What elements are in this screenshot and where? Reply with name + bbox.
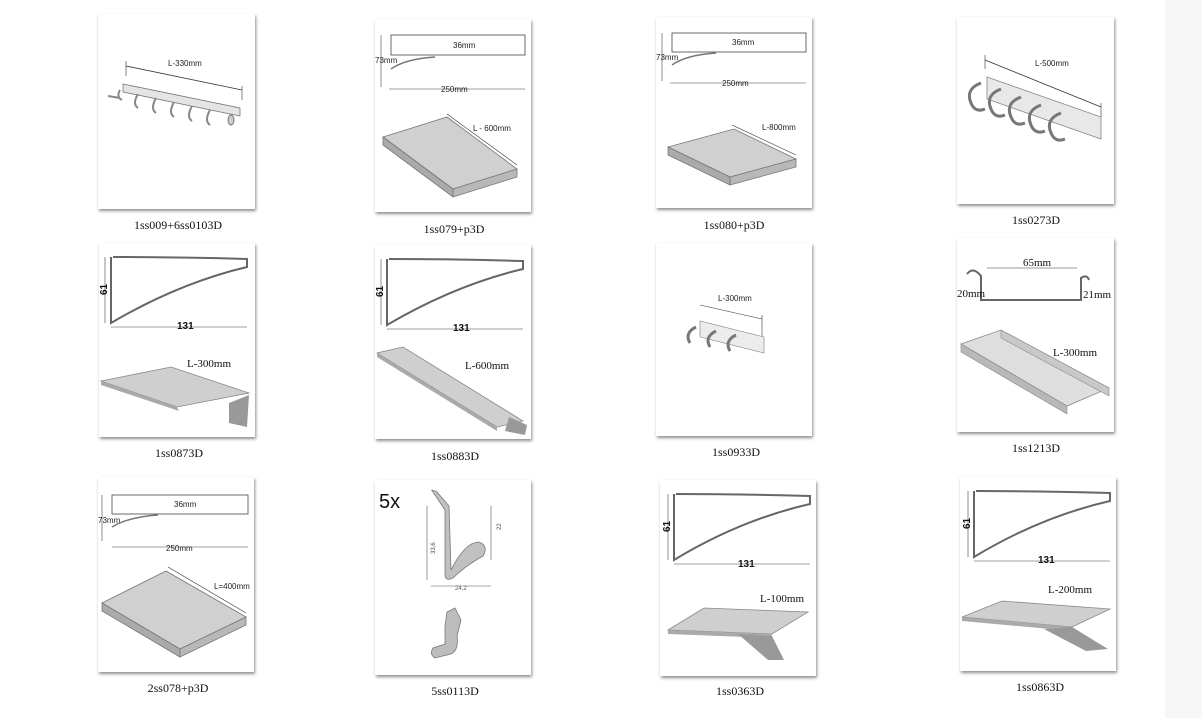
dim-height: 61 <box>962 517 973 529</box>
shelf-bracket-drawing: 36mm 73mm 250mm L=400mm <box>98 494 250 658</box>
caption-5ss0113: 5ss0113D <box>431 684 479 698</box>
dim-length: L - 600mm <box>473 124 511 133</box>
dim-right-height: 21mm <box>1083 289 1112 301</box>
thumbnail-1ss079[interactable]: 36mm 73mm 250mm L - 600mm <box>375 19 531 212</box>
caption-1ss0363: 1ss0363D <box>715 684 764 698</box>
caption-1ss0873: 1ss0873D <box>154 446 203 460</box>
small-hook-rail-drawing: L-300mm <box>686 294 765 354</box>
dim-height: 61 <box>99 283 110 295</box>
wire-bracket-drawing: 61 131 L-600mm <box>375 258 527 435</box>
right-edge-band <box>1165 0 1202 718</box>
thumbnail-1ss1213[interactable]: 65mm 20mm 21mm L-300mm <box>957 238 1114 432</box>
caption-1ss009: 1ss009+6ss0103D <box>133 218 223 232</box>
caption-1ss1213: 1ss1213D <box>1011 441 1060 455</box>
dim-depth: 250mm <box>722 79 749 88</box>
dim-length: L-500mm <box>1035 59 1069 68</box>
dim-width: 36mm <box>453 41 476 50</box>
caption-1ss0933: 1ss0933D <box>711 445 760 459</box>
caption-1ss0883: 1ss0883D <box>430 449 479 463</box>
dim-width: 65mm <box>1023 257 1052 269</box>
dim-depth: 131 <box>738 559 755 570</box>
thumbnail-1ss080[interactable]: 36mm 73mm 250mm L-800mm <box>656 17 812 208</box>
profile-clip-drawing: 5x 33,6 22 24,2 <box>379 489 503 659</box>
coat-hook-rail-drawing: L-500mm <box>967 55 1102 142</box>
dim-depth: 250mm <box>166 544 193 553</box>
thumbnail-1ss0273[interactable]: L-500mm <box>957 17 1114 204</box>
thumbnail-1ss0933[interactable]: L-300mm <box>656 243 812 436</box>
dim-length: L-800mm <box>762 123 796 132</box>
dim-width: 36mm <box>174 500 197 509</box>
dim-length: L=400mm <box>214 582 250 591</box>
wire-bracket-drawing: 61 131 L-200mm <box>961 490 1112 651</box>
dim-length: L-200mm <box>1048 584 1092 596</box>
thumbnail-1ss0863[interactable]: 61 131 L-200mm <box>960 477 1116 671</box>
dim-height: 61 <box>375 285 386 297</box>
thumbnail-1ss0363[interactable]: 61 131 L-100mm <box>660 480 816 676</box>
hook-rail-drawing: L-330mm <box>107 59 243 126</box>
dim-depth: 131 <box>453 323 470 334</box>
dim-length: L-300mm <box>187 358 231 370</box>
thumbnail-5ss0113[interactable]: 5x 33,6 22 24,2 <box>375 480 531 675</box>
dim-height: 73mm <box>375 56 398 65</box>
caption-2ss078: 2ss078+p3D <box>147 681 209 695</box>
dim-width: 36mm <box>732 38 755 47</box>
dim-length: L-600mm <box>465 360 509 372</box>
wire-bracket-drawing: 61 131 L-100mm <box>662 493 811 660</box>
dim-profile-width: 24,2 <box>455 586 467 592</box>
profile-channel-drawing: 65mm 20mm 21mm L-300mm <box>957 257 1112 415</box>
thumbnail-1ss0883[interactable]: 61 131 L-600mm <box>375 245 531 439</box>
dim-height: 73mm <box>656 53 679 62</box>
dim-length: L-300mm <box>1053 347 1097 359</box>
dim-length: L-330mm <box>168 59 202 68</box>
dim-depth: 131 <box>177 321 194 332</box>
thumbnail-2ss078[interactable]: 36mm 73mm 250mm L=400mm <box>98 477 254 672</box>
caption-1ss0273: 1ss0273D <box>1011 213 1060 227</box>
dim-left-height: 20mm <box>957 288 986 300</box>
dim-profile-height: 33,6 <box>431 542 437 554</box>
wire-bracket-drawing: 61 131 L-300mm <box>99 256 251 427</box>
dim-height: 73mm <box>98 516 121 525</box>
quantity-label: 5x <box>379 491 400 513</box>
dim-height: 61 <box>662 520 673 532</box>
caption-1ss080: 1ss080+p3D <box>703 218 765 232</box>
dim-depth: 131 <box>1038 555 1055 566</box>
caption-1ss079: 1ss079+p3D <box>423 222 485 236</box>
shelf-bracket-drawing: 36mm 73mm 250mm L-800mm <box>656 32 807 186</box>
caption-1ss0863: 1ss0863D <box>1015 680 1064 694</box>
thumbnail-1ss009[interactable]: L-330mm <box>98 14 255 209</box>
dim-arm-height: 22 <box>497 523 503 530</box>
dim-length: L-300mm <box>718 294 752 303</box>
dim-length: L-100mm <box>760 593 804 605</box>
thumbnail-1ss0873[interactable]: 61 131 L-300mm <box>99 243 255 437</box>
shelf-bracket-drawing: 36mm 73mm 250mm L - 600mm <box>375 34 526 198</box>
dim-depth: 250mm <box>441 85 468 94</box>
